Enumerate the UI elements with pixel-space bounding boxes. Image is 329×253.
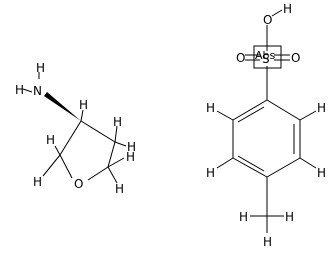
- ring-bond-3: [266, 157, 301, 178]
- atom-o-right: O: [291, 51, 300, 65]
- atom-h-c2-top: H: [46, 133, 55, 147]
- bond-ring-h-top-right: [299, 110, 317, 121]
- atom-methyl-h-right: H: [285, 210, 294, 224]
- atom-h-c5-right: H: [126, 150, 135, 164]
- atom-h-c4-right: H: [127, 140, 136, 154]
- atom-h-acid: H: [283, 2, 292, 16]
- bond-c4-h-right: [114, 141, 127, 147]
- atom-o-left: O: [236, 51, 245, 65]
- aminotetrahydrofuran: H N H O H H H H H H H: [15, 61, 136, 196]
- bond-c5-o: [87, 166, 109, 181]
- bond-c4-c5: [107, 141, 116, 168]
- bond-c4-h-up: [114, 125, 118, 143]
- atom-s: S: [262, 52, 270, 66]
- atom-h-c2-bottom: H: [33, 175, 42, 189]
- bond-ring-h-top-left: [216, 110, 234, 121]
- ring-bond-6: [232, 99, 268, 121]
- wedge-bond-c3-n: [44, 92, 81, 121]
- ring-bond-4: [232, 157, 268, 178]
- bond-ring-h-bottom-right: [299, 157, 317, 169]
- atom-ring-h-top-right: H: [317, 101, 326, 115]
- abs-stereo-label: Abs: [255, 49, 276, 62]
- atom-h-c5-bottom: H: [115, 182, 124, 196]
- bond-c5-h-right: [107, 157, 125, 168]
- atom-o-ring: O: [74, 177, 83, 191]
- atom-n: N: [33, 84, 42, 98]
- bond-c3-h: [80, 109, 84, 122]
- atom-ring-h-bottom-right: H: [317, 166, 326, 180]
- atom-h-c3: H: [79, 98, 88, 112]
- bond-c3-c2: [59, 120, 82, 156]
- bond-c2-h-up: [54, 145, 61, 156]
- bond-ring-h-bottom-left: [216, 157, 234, 169]
- atom-ring-h-bottom-left: H: [206, 166, 215, 180]
- bond-n-h: [22, 88, 33, 93]
- atom-o-hydroxyl: O: [263, 13, 272, 27]
- bond-c2-h-down: [42, 154, 61, 177]
- bond-o-h: [271, 9, 283, 17]
- atom-h-n-top: H: [36, 61, 45, 75]
- atom-methyl-h-bottom: H: [263, 235, 272, 249]
- ring-bond-1: [266, 99, 301, 121]
- atom-ring-h-top-left: H: [206, 101, 215, 115]
- ring-double-2: [237, 155, 265, 172]
- atom-h-on-n: H: [15, 83, 24, 97]
- atom-h-c4-top: H: [113, 115, 122, 129]
- bond-c3-c4: [80, 120, 116, 143]
- atom-methyl-h-left: H: [239, 210, 248, 224]
- abs-label-box: [253, 45, 282, 69]
- toluenesulfonic-acid: H O O S O Abs H H H H H H H: [206, 2, 326, 249]
- ring-double-3: [237, 106, 265, 123]
- bond-c2-o: [59, 154, 73, 179]
- bond-c5-h-down: [107, 166, 118, 184]
